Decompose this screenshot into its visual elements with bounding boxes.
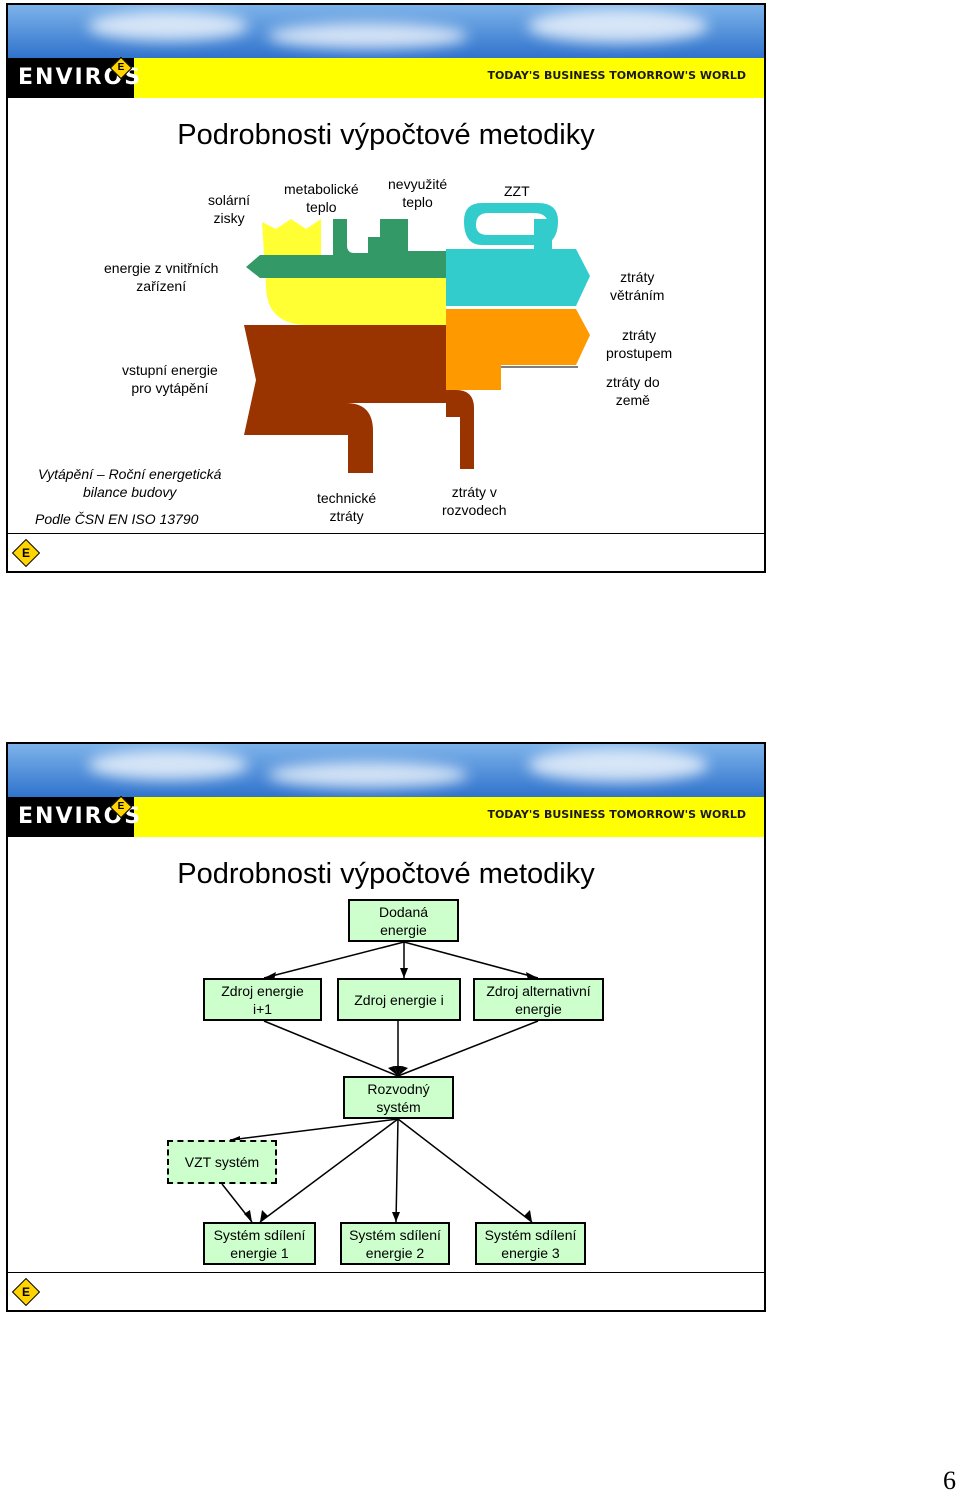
standard-reference: Podle ČSN EN ISO 13790 (35, 511, 199, 527)
page-number: 6 (943, 1466, 956, 1495)
slide-energy-balance: ENVIROS E TODAY'S BUSINESS TOMORROW'S WO… (6, 3, 766, 573)
label-zzt: ZZT (504, 183, 530, 199)
footer-divider (8, 533, 764, 534)
transmission-flow (446, 309, 590, 390)
sky-banner (8, 744, 764, 798)
enviros-logo: ENVIROS E (8, 795, 140, 837)
slide-energy-system: ENVIROS E TODAY'S BUSINESS TOMORROW'S WO… (6, 742, 766, 1312)
slide-title: Podrobnosti výpočtové metodiky (177, 119, 595, 151)
slogan: TODAY'S BUSINESS TOMORROW'S WORLD (487, 808, 746, 821)
brand-bar (8, 797, 764, 837)
metabolic-flow (246, 219, 446, 278)
sankey-diagram (244, 203, 590, 473)
node-source-i: Zdroj energie i (337, 978, 461, 1021)
footer-divider (8, 1272, 764, 1273)
ventilation-flow (446, 249, 590, 306)
sky-banner (8, 5, 764, 59)
enviros-logo: ENVIROS E (8, 56, 140, 98)
slide-title: Podrobnosti výpočtové metodiky (177, 858, 595, 890)
slogan: TODAY'S BUSINESS TOMORROW'S WORLD (487, 69, 746, 82)
node-vzt-system: VZT systém (167, 1140, 277, 1184)
input-energy-flow (244, 325, 474, 473)
brand-bar (8, 58, 764, 98)
